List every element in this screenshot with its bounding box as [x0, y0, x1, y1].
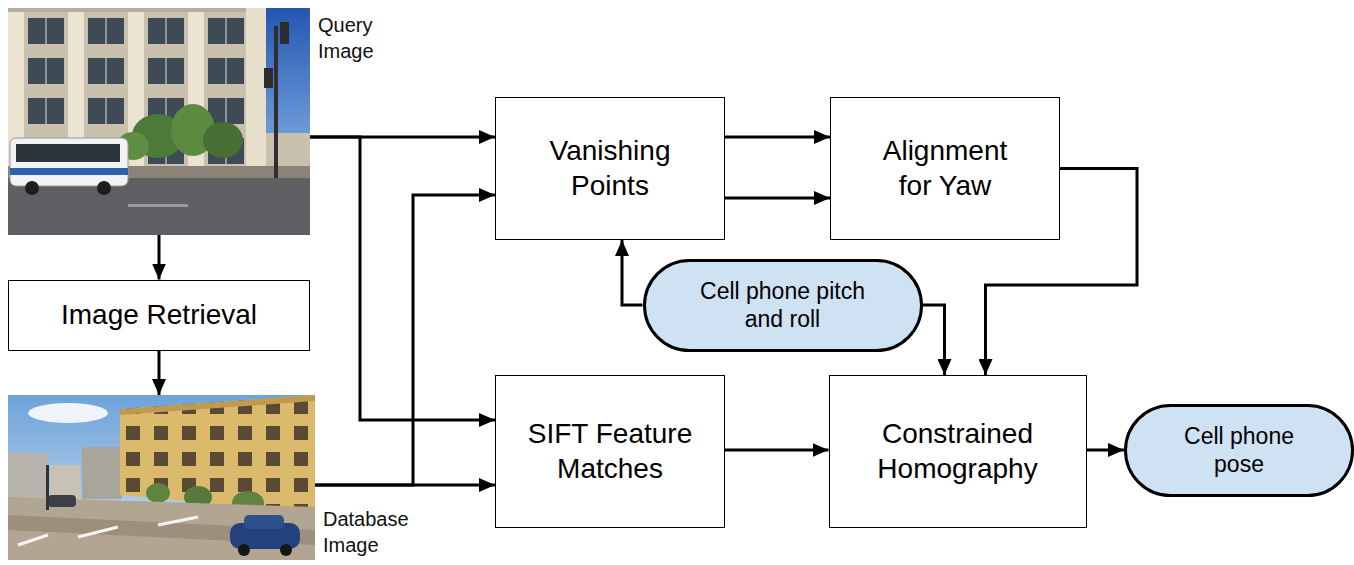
- query-photo: [8, 178, 310, 235]
- database-photo: [18, 517, 198, 545]
- query-photo: [16, 144, 120, 162]
- query-photo: [128, 204, 188, 207]
- connector-arrow: [310, 137, 495, 420]
- pill-outline: [643, 259, 923, 352]
- connector-arrow: [725, 449, 829, 452]
- database-photo: [238, 544, 250, 556]
- database-photo: [8, 395, 315, 560]
- database-photo: [244, 515, 284, 529]
- database-photo: [46, 465, 49, 510]
- process-box: SIFT Feature Matches: [495, 375, 725, 528]
- image-label: Query Image: [318, 12, 398, 64]
- photo-panel: Query Image: [8, 8, 310, 235]
- database-photo: [120, 395, 315, 415]
- query-photo: [274, 26, 278, 178]
- pill-outline: [644, 260, 921, 350]
- query-photo: [97, 181, 111, 195]
- terminal-pill: Cell phone pitch and roll: [643, 259, 923, 352]
- connector-arrow: [923, 305, 945, 375]
- query-photo: [264, 68, 273, 88]
- image-label: Database Image: [323, 506, 418, 558]
- database-photo: [8, 395, 315, 560]
- query-photo: [10, 138, 128, 186]
- process-box: Image Retrieval: [8, 280, 310, 351]
- query-photo: [10, 168, 128, 175]
- connector-arrow: [158, 351, 161, 396]
- connector-arrow: [1087, 449, 1125, 452]
- database-photo: [28, 403, 108, 423]
- database-photo: [48, 495, 76, 507]
- connector-arrow: [315, 195, 495, 485]
- query-photo: [8, 8, 310, 235]
- query-photo: [203, 122, 243, 158]
- database-photo: [280, 544, 292, 556]
- node-label: Alignment for Yaw: [870, 134, 1020, 202]
- photo-panel: Database Image: [8, 395, 315, 560]
- connector-arrow: [315, 484, 495, 487]
- node-label: Cell phone pose: [1164, 422, 1314, 478]
- query-photo: [280, 22, 289, 44]
- node-label: Constrained Homography: [853, 417, 1063, 485]
- query-photo: [8, 8, 310, 235]
- connector-arrow: [158, 235, 161, 280]
- process-box: Vanishing Points: [495, 97, 725, 240]
- connector-arrow: [725, 136, 830, 139]
- node-label: Vanishing Points: [525, 134, 695, 202]
- node-label: Cell phone pitch and roll: [683, 277, 883, 333]
- database-photo: [82, 447, 122, 499]
- query-photo: [8, 8, 266, 173]
- query-photo: [25, 181, 39, 195]
- pill-outline: [1124, 404, 1354, 497]
- process-box: Constrained Homography: [829, 375, 1087, 528]
- query-photo: [246, 8, 266, 173]
- database-photo: [146, 483, 170, 503]
- node-label: Image Retrieval: [61, 298, 257, 332]
- database-photo: [8, 453, 48, 499]
- pill-outline: [1126, 405, 1353, 495]
- database-photo: [120, 395, 315, 513]
- query-photo: [8, 8, 266, 12]
- process-box: Alignment for Yaw: [830, 97, 1060, 240]
- query-photo: [260, 8, 310, 133]
- node-label: SIFT Feature Matches: [520, 417, 700, 485]
- terminal-pill: Cell phone pose: [1124, 404, 1354, 497]
- database-photo: [50, 465, 80, 499]
- connector-arrow: [725, 197, 830, 200]
- connector-arrow: [622, 240, 643, 305]
